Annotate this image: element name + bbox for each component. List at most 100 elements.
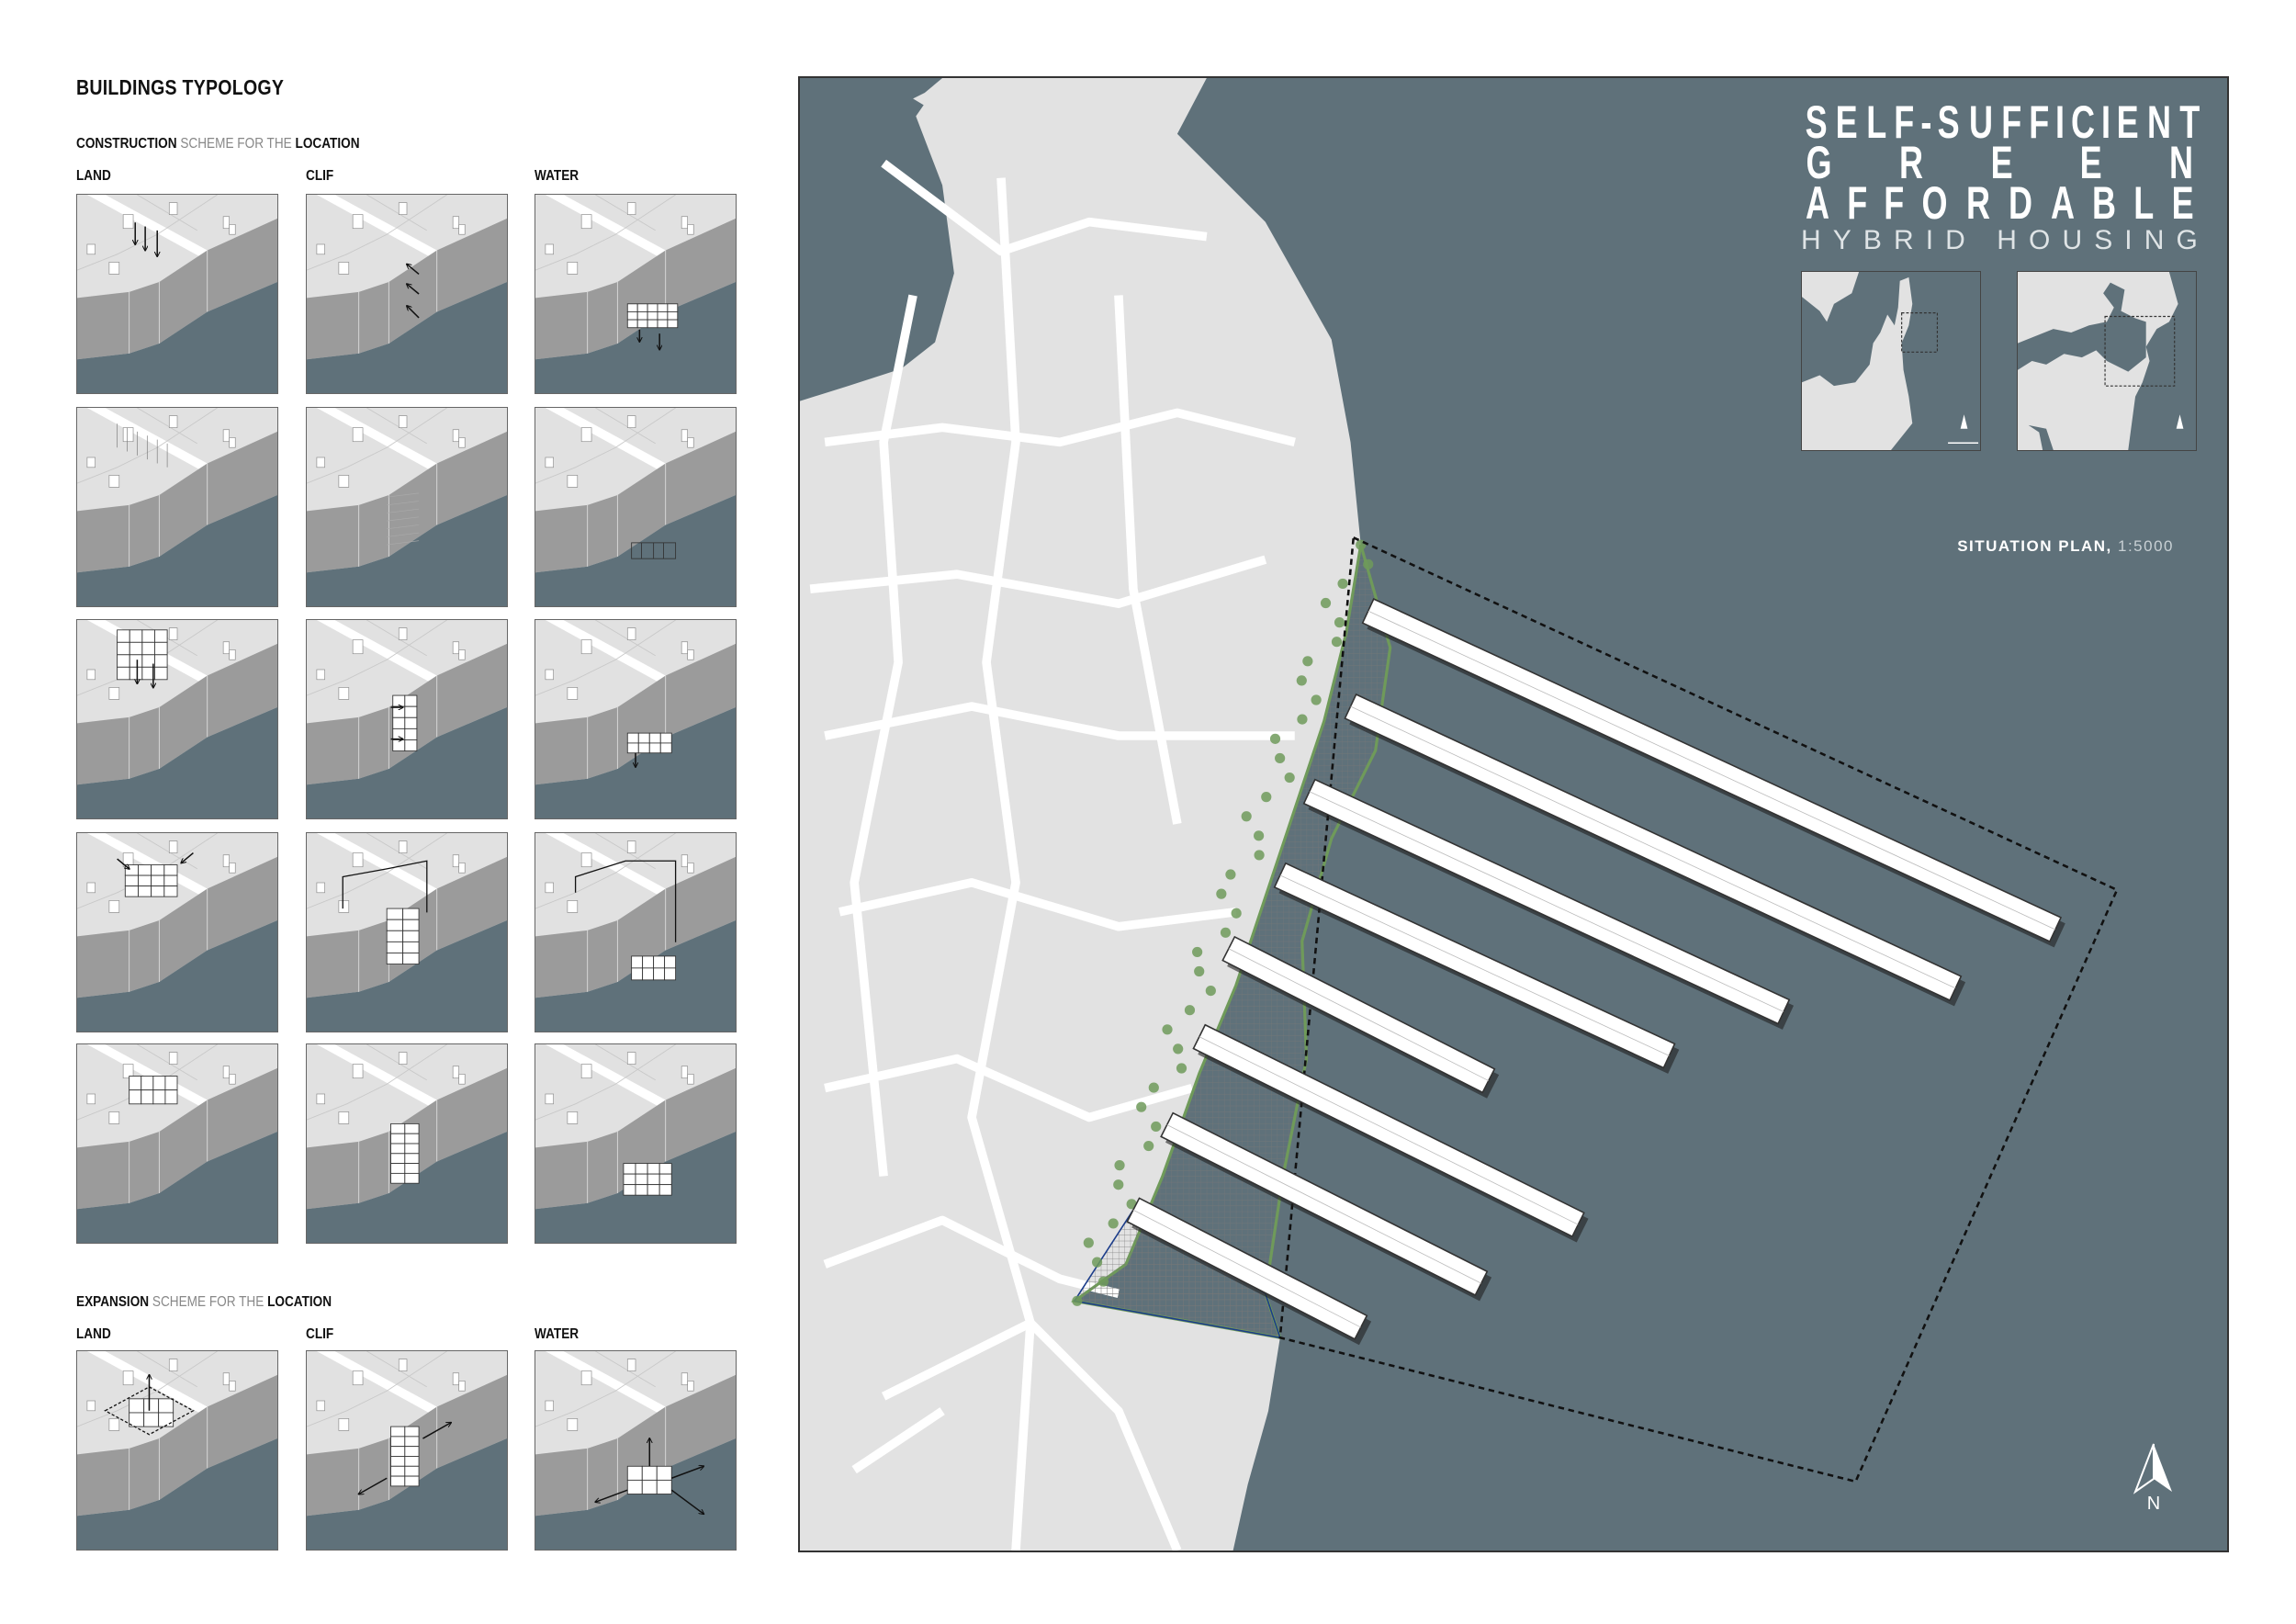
construction-diagram-water-step-4: [535, 832, 737, 1032]
construction-diagram-water-step-1: [535, 194, 737, 394]
tree: [1091, 1257, 1103, 1268]
land-mass: [800, 78, 1361, 1551]
column-label-clif: CLIF: [306, 168, 334, 184]
expansion-scheme-label: EXPANSION SCHEME FOR THE LOCATION: [76, 1294, 332, 1311]
tree: [1241, 811, 1252, 822]
tree: [1331, 637, 1343, 648]
column-label-land: LAND: [76, 1326, 111, 1342]
road: [1114, 295, 1182, 825]
situation-plan-label: SITUATION PLAN, 1:5000: [1957, 537, 2174, 556]
tree: [1162, 1024, 1173, 1035]
north-label: N: [2146, 1494, 2161, 1514]
isometric-diagram: [77, 408, 277, 606]
road: [838, 878, 1237, 931]
tree: [1225, 869, 1236, 880]
inset-map-drawing: [2018, 272, 2196, 450]
road: [881, 1318, 1182, 1551]
isometric-diagram: [307, 620, 507, 818]
tree: [1320, 597, 1332, 609]
tree: [1254, 850, 1265, 861]
tree: [1231, 908, 1242, 919]
tree: [1311, 694, 1322, 705]
tree: [1269, 733, 1281, 744]
construction-diagram-land-step-5: [76, 1043, 278, 1244]
construction-scheme-label: CONSTRUCTION SCHEME FOR THE LOCATION: [76, 136, 360, 152]
label-bold: LOCATION: [295, 136, 360, 152]
tree: [1297, 714, 1308, 725]
road: [824, 702, 1295, 740]
column-label-water: WATER: [535, 168, 580, 184]
north-arrow-icon: [1960, 414, 1968, 429]
isometric-diagram: [307, 1044, 507, 1243]
isometric-diagram: [307, 195, 507, 393]
section-heading: BUILDINGS TYPOLOGY: [76, 75, 285, 99]
isometric-diagram: [535, 408, 736, 606]
isometric-diagram: [77, 195, 277, 393]
column-label-clif: CLIF: [306, 1326, 334, 1342]
tree: [1148, 1082, 1159, 1093]
tree: [1205, 986, 1216, 997]
expansion-diagram-clif: [306, 1350, 508, 1551]
isometric-diagram: [307, 408, 507, 606]
road: [851, 1407, 945, 1474]
isometric-diagram: [535, 833, 736, 1032]
tree: [1254, 830, 1265, 841]
tree: [1114, 1160, 1125, 1171]
tree: [1192, 946, 1203, 958]
construction-diagram-land-step-1: [76, 194, 278, 394]
isometric-diagram: [77, 620, 277, 818]
north-arrow-icon: [2176, 414, 2184, 429]
column-label-water: WATER: [535, 1326, 580, 1342]
isometric-diagram: [77, 1351, 277, 1550]
north-arrow: N: [2130, 1442, 2178, 1516]
road: [824, 408, 1296, 447]
construction-diagram-land-step-3: [76, 619, 278, 819]
isometric-diagram: [307, 833, 507, 1032]
tree: [1072, 1295, 1083, 1306]
tree: [1173, 1043, 1184, 1054]
site-map-drawing: [800, 78, 2119, 1551]
tree: [1184, 1005, 1196, 1016]
construction-diagram-clif-step-4: [306, 832, 508, 1032]
road: [881, 159, 1208, 256]
tree: [1136, 1101, 1147, 1112]
tree: [1108, 1218, 1119, 1229]
north-arrow-icon: [2133, 1443, 2172, 1494]
isometric-diagram: [307, 1351, 507, 1550]
construction-diagram-land-step-2: [76, 407, 278, 607]
tree: [1334, 617, 1345, 628]
isometric-diagram: [77, 1044, 277, 1243]
tree: [1097, 1276, 1109, 1287]
construction-diagram-clif-step-3: [306, 619, 508, 819]
tree: [1151, 1121, 1162, 1133]
label-thin: SCHEME FOR THE: [180, 136, 292, 152]
isometric-diagram: [77, 833, 277, 1032]
construction-diagram-clif-step-5: [306, 1043, 508, 1244]
construction-diagram-land-step-4: [76, 832, 278, 1032]
tree: [1363, 558, 1374, 570]
tree: [1194, 965, 1205, 977]
label-thin: SCHEME FOR THE: [152, 1294, 264, 1310]
construction-diagram-clif-step-2: [306, 407, 508, 607]
road: [809, 555, 1267, 608]
isometric-diagram: [535, 1044, 736, 1243]
tree: [1275, 752, 1286, 764]
tree: [1083, 1237, 1094, 1248]
isometric-diagram: [535, 1351, 736, 1550]
tree: [1337, 578, 1348, 590]
tree: [1296, 675, 1307, 686]
construction-diagram-water-step-5: [535, 1043, 737, 1244]
tree: [1220, 927, 1232, 938]
scale-value: 1:5000: [2118, 537, 2174, 555]
tree: [1284, 772, 1295, 784]
expansion-diagram-water: [535, 1350, 737, 1551]
tree: [1143, 1140, 1154, 1152]
construction-diagram-clif-step-1: [306, 194, 508, 394]
construction-diagram-water-step-3: [535, 619, 737, 819]
tree: [1261, 792, 1272, 803]
isometric-diagram: [535, 195, 736, 393]
